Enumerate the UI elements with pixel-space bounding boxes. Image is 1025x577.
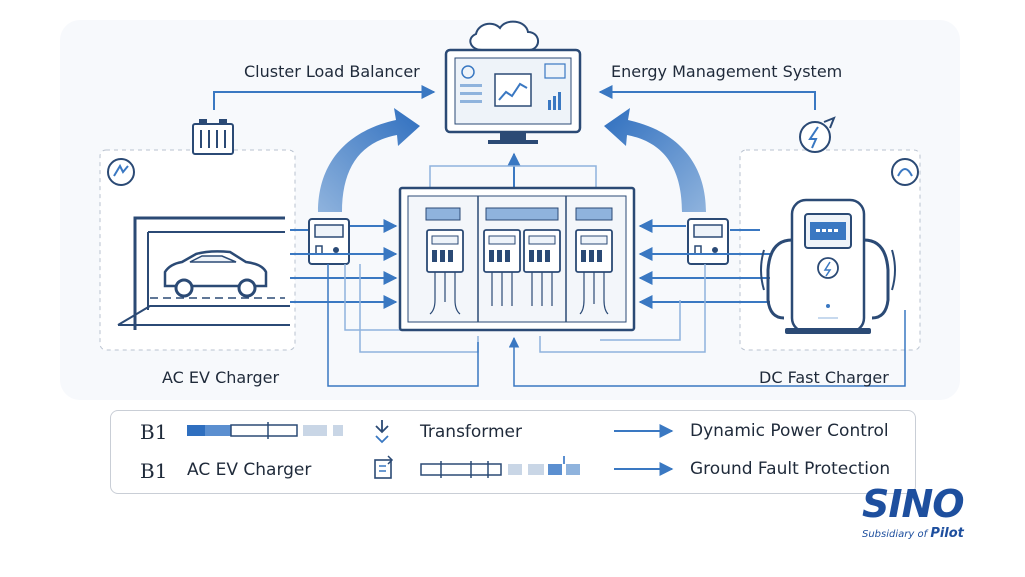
- meter-icon-right: [687, 218, 729, 265]
- legend-code-1: B1: [140, 420, 168, 444]
- logo-brand: SINO: [862, 482, 965, 526]
- legend-code-2: B1: [140, 459, 168, 483]
- ems-link-line: [598, 85, 816, 110]
- bus-link-line: [429, 165, 597, 188]
- battery-icon: [192, 119, 234, 155]
- legend-box: [110, 410, 916, 494]
- legend-dynamic-power-control: Dynamic Power Control: [690, 421, 889, 441]
- logo-subtitle: Subsidiary of Pilot: [862, 526, 964, 541]
- switchgear-icon: [398, 186, 636, 332]
- charger-pump-icon: [760, 198, 896, 334]
- balancer-link-line: [213, 85, 436, 110]
- legend-ground-fault-protection: Ground Fault Protection: [690, 459, 891, 479]
- legend-transformer: Transformer: [420, 422, 523, 442]
- feed-lines-right: [508, 219, 906, 387]
- garage-icon: [117, 216, 290, 330]
- cluster-load-balancer-label: Cluster Load Balancer: [244, 62, 420, 81]
- legend-ac-ev-charger: AC EV Charger: [187, 460, 312, 480]
- gauge-icon-right: [891, 158, 919, 186]
- big-arrow-right: [604, 108, 706, 212]
- logo-sub-brand: Pilot: [930, 526, 964, 541]
- energy-management-system-label: Energy Management System: [611, 62, 843, 81]
- logo-sub-prefix: Subsidiary of: [862, 529, 928, 540]
- big-arrow-left: [318, 108, 420, 212]
- gauge-icon-left: [107, 158, 135, 186]
- leaf-bolt-icon: [799, 116, 836, 153]
- sino-logo: SINO Subsidiary of Pilot: [862, 484, 982, 544]
- meter-icon-left: [308, 218, 350, 265]
- dc-fast-charger-label: DC Fast Charger: [759, 368, 889, 387]
- ac-ev-charger-label: AC EV Charger: [162, 368, 280, 387]
- car-icon: [163, 250, 268, 298]
- monitor-icon: [444, 48, 582, 144]
- cloud-icon: [469, 20, 539, 51]
